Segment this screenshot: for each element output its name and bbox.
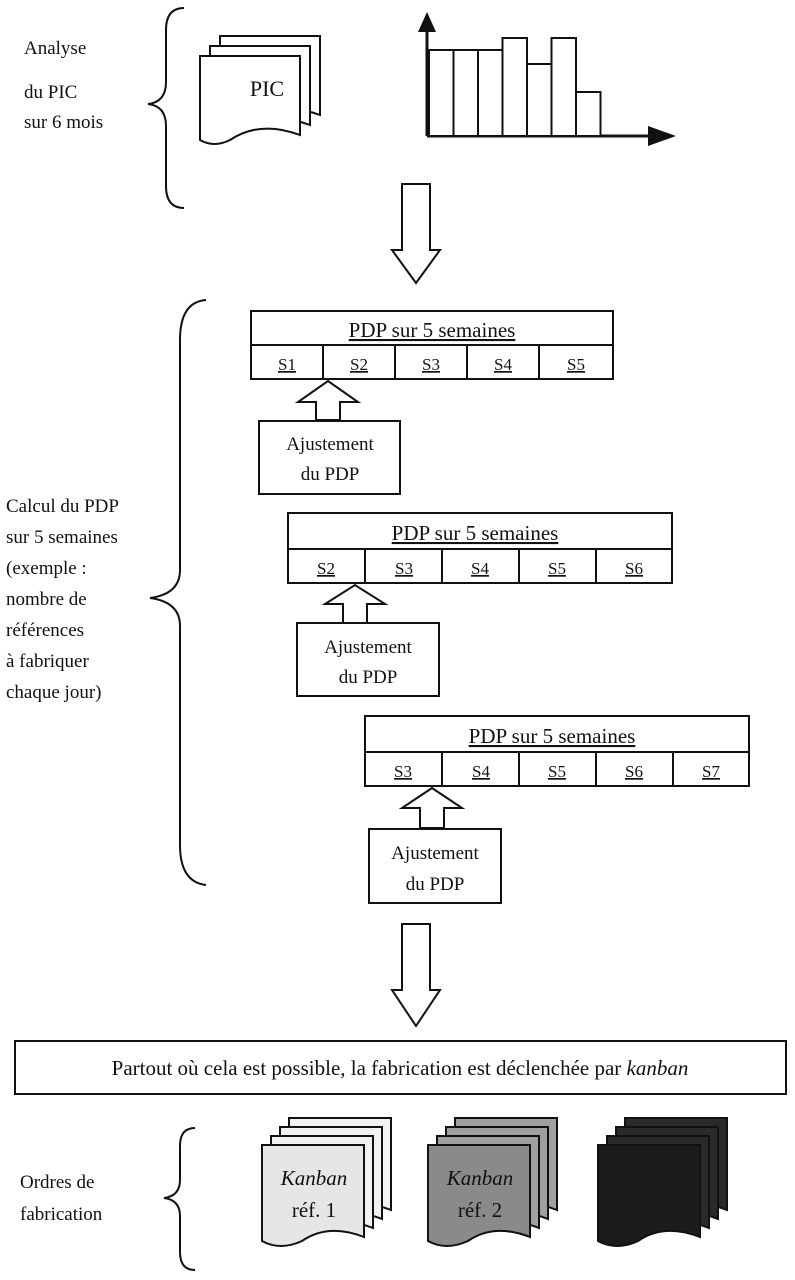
ordres-label-line-2: fabrication <box>20 1204 103 1225</box>
kanban-card-stack-1: Kanban réf. 1 <box>261 1117 392 1247</box>
pdp-table-1: PDP sur 5 semaines S1 S2 S3 S4 S5 <box>250 310 614 380</box>
pic-document-icon: PIC <box>199 35 321 145</box>
adjustment-1-line-2: du PDP <box>301 464 360 485</box>
calcul-label-line-5: références <box>6 620 84 641</box>
pdp-table-2-week-4: S5 <box>548 559 566 578</box>
kanban-banner-frame <box>14 1040 787 1095</box>
pdp-table-3-week-5: S7 <box>702 762 720 781</box>
kanban-card-1-ref: réf. 1 <box>292 1198 336 1222</box>
analyse-section: Analyse du PIC sur 6 mois PIC <box>24 7 676 285</box>
analyse-label-line-1: Analyse <box>24 38 86 59</box>
pdp-table-3-week-4: S6 <box>625 762 643 781</box>
kanban-card-2-ref: réf. 2 <box>458 1198 502 1222</box>
bar-chart-y-axis-arrow <box>418 12 436 32</box>
pic-bar-6 <box>550 37 577 137</box>
pdp-table-2-title: PDP sur 5 semaines <box>392 521 559 545</box>
calcul-label-line-1: Calcul du PDP <box>6 496 119 517</box>
flow-arrow-down-1 <box>390 183 442 285</box>
kanban-card-2-word: Kanban <box>446 1166 514 1190</box>
calcul-label-line-2: sur 5 semaines <box>6 527 118 548</box>
kanban-card-stack-2: Kanban réf. 2 <box>427 1117 558 1247</box>
kanban-banner-prefix: Partout où cela est possible, la fabrica… <box>112 1056 627 1080</box>
adjustment-box-3: Ajustement du PDP <box>368 828 502 904</box>
pdp-table-3-week-3: S5 <box>548 762 566 781</box>
pdp-table-2: PDP sur 5 semaines S2 S3 S4 S5 S6 <box>287 512 673 584</box>
pic-bar-3 <box>477 49 504 137</box>
kanban-card-1-layer-0 <box>261 1144 365 1247</box>
analyse-label-line-3: sur 6 mois <box>24 112 103 133</box>
kanban-banner: Partout où cela est possible, la fabrica… <box>14 1040 787 1095</box>
calcul-label-line-3: (exemple : <box>6 558 87 579</box>
flow-arrow-down-2 <box>390 923 442 1028</box>
kanban-card-1-word: Kanban <box>280 1166 348 1190</box>
pdp-table-1-week-4: S4 <box>494 355 512 374</box>
kanban-cards: Kanban réf. 1 Kanban réf. 2 <box>261 1117 728 1247</box>
adjustment-1-line-1: Ajustement <box>286 434 374 455</box>
pdp-table-1-week-2: S2 <box>350 355 368 374</box>
pdp-table-3-week-2: S4 <box>472 762 490 781</box>
kanban-banner-text: Partout où cela est possible, la fabrica… <box>112 1056 689 1080</box>
pdp-table-3: PDP sur 5 semaines S3 S4 S5 S6 S7 <box>364 715 750 787</box>
pdp-table-1-week-1: S1 <box>278 355 296 374</box>
calcul-section: Calcul du PDP sur 5 semaines (exemple : … <box>6 299 750 1028</box>
pdp-table-3-week-1: S3 <box>394 762 412 781</box>
kanban-banner-emphasis: kanban <box>627 1056 689 1080</box>
calcul-brace <box>149 299 207 886</box>
bar-chart-bars <box>428 37 602 137</box>
adjustment-box-1: Ajustement du PDP <box>258 420 401 495</box>
pdp-table-1-week-3: S3 <box>422 355 440 374</box>
pdp-table-1-week-5: S5 <box>567 355 585 374</box>
calcul-label-line-7: chaque jour) <box>6 682 101 703</box>
adjustment-2-line-2: du PDP <box>339 667 398 688</box>
adjustment-3-line-2: du PDP <box>406 874 465 895</box>
pic-bar-2 <box>452 49 479 137</box>
ordres-label-line-1: Ordres de <box>20 1172 94 1193</box>
pic-document-label: PIC <box>250 76 284 101</box>
pdp-table-1-title: PDP sur 5 semaines <box>349 318 516 342</box>
pdp-table-2-week-1: S2 <box>317 559 335 578</box>
adjustment-box-2: Ajustement du PDP <box>296 622 440 697</box>
adjust-arrow-up-3 <box>398 786 466 829</box>
kanban-card-3-layer-0 <box>597 1144 701 1247</box>
pic-bar-chart <box>418 12 676 146</box>
ordres-brace <box>163 1127 196 1271</box>
adjustment-2-line-1: Ajustement <box>324 637 412 658</box>
adjustment-3-line-1: Ajustement <box>391 843 479 864</box>
pic-bar-5 <box>526 63 553 137</box>
calcul-label-line-4: nombre de <box>6 589 87 610</box>
pic-bar-1 <box>428 49 455 137</box>
analyse-label-line-2: du PIC <box>24 82 77 103</box>
adjust-arrow-up-1 <box>294 379 362 421</box>
adjust-arrow-up-2 <box>321 583 389 624</box>
kanban-card-2-layer-0 <box>427 1144 531 1247</box>
pdp-table-2-week-5: S6 <box>625 559 643 578</box>
pic-bar-7 <box>575 91 602 137</box>
pic-bar-4 <box>501 37 528 137</box>
analyse-brace <box>147 7 185 209</box>
bar-chart-x-axis-arrow <box>648 126 676 146</box>
pdp-table-2-week-2: S3 <box>395 559 413 578</box>
calcul-label-line-6: à fabriquer <box>6 651 89 672</box>
pdp-table-2-week-3: S4 <box>471 559 489 578</box>
pdp-table-3-title: PDP sur 5 semaines <box>469 724 636 748</box>
kanban-card-stack-3 <box>597 1117 728 1247</box>
